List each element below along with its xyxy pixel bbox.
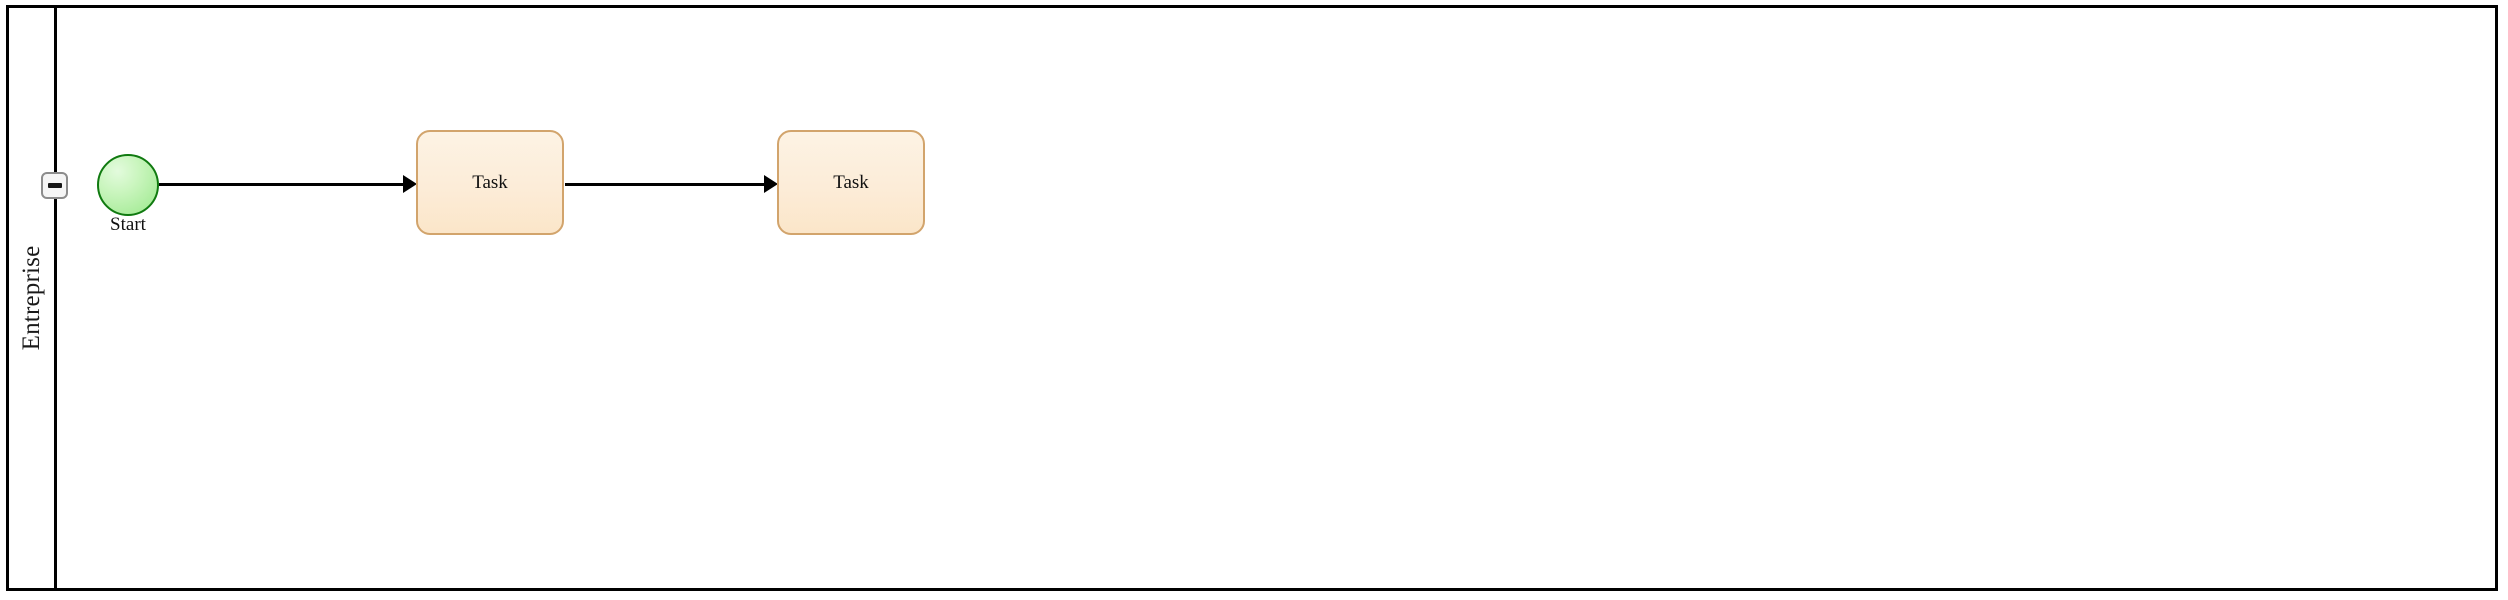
task-node-1-label: Task [472, 171, 508, 193]
task-node-2-label: Task [833, 171, 869, 193]
pool-entreprise[interactable]: Entreprise Start Task Task [9, 8, 2495, 588]
pool-header[interactable]: Entreprise [9, 8, 57, 588]
task-node-1[interactable]: Task [416, 130, 564, 235]
diagram-frame: Entreprise Start Task Task [6, 5, 2498, 591]
pool-label: Entreprise [17, 245, 45, 351]
pool-body [57, 8, 2495, 588]
minus-icon [47, 183, 62, 188]
task-node-2[interactable]: Task [777, 130, 925, 235]
sequence-flow-2-arrowhead [764, 175, 778, 193]
sequence-flow-1-arrowhead [403, 175, 417, 193]
pool-collapse-button[interactable] [41, 172, 68, 199]
start-event-node[interactable] [97, 154, 159, 216]
start-event-label: Start [110, 214, 146, 235]
sequence-flow-2[interactable] [565, 183, 767, 186]
sequence-flow-1[interactable] [159, 183, 406, 186]
